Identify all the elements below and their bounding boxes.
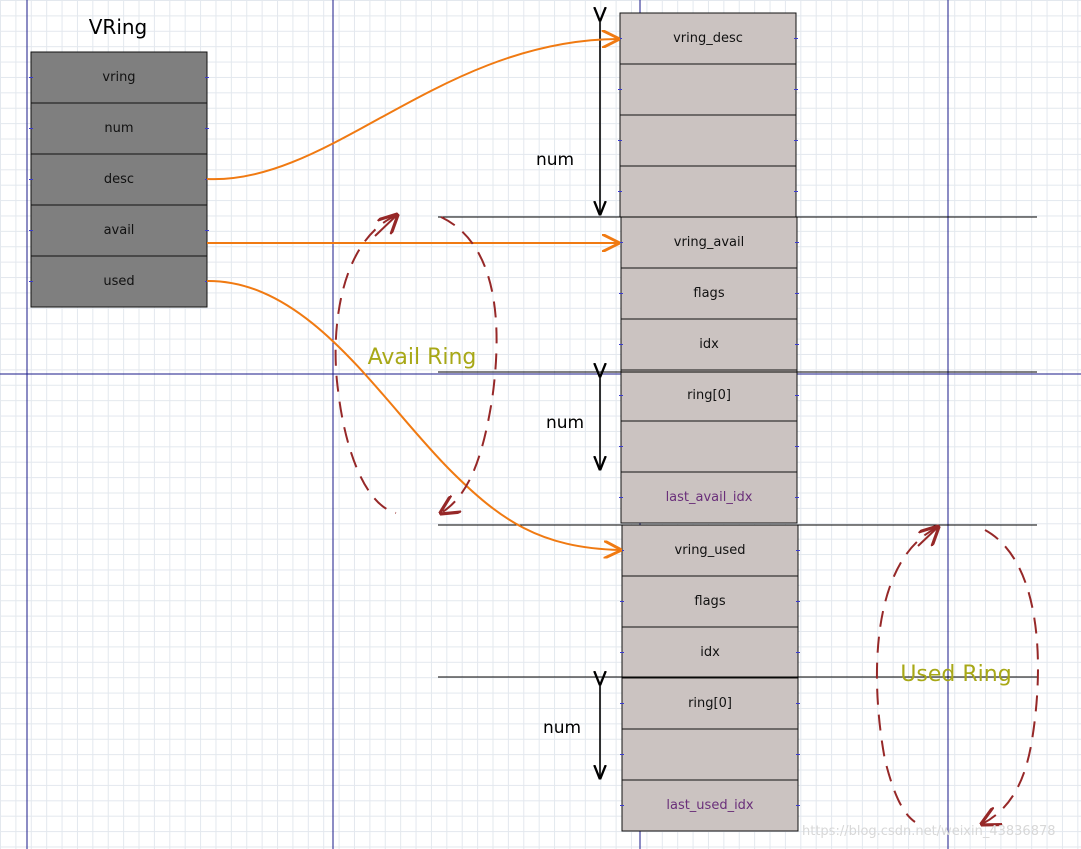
pointer-arrows (206, 39, 620, 550)
memory-desc-cell-3-box (619, 165, 797, 218)
used-ring-left-arc (876, 526, 939, 823)
memory-avail-cell-2-label: idx (699, 337, 719, 352)
used-ring-loop (876, 526, 1039, 824)
struct-field-avail: avail (29, 204, 209, 257)
struct-field-num-label: num (104, 121, 133, 136)
vring-struct: vring num desc avail used (29, 51, 209, 308)
memory-avail-cell-0-box (620, 216, 798, 269)
memory-desc-cell-2-box (619, 114, 797, 167)
memory-desc-cell-0-label: vring_desc (673, 31, 743, 46)
desc-pointer-arrow (206, 39, 618, 181)
memory-used-cell-2-box (621, 626, 799, 679)
memory-used-cell-4 (620, 728, 800, 781)
memory-desc-cell-3 (618, 165, 798, 218)
num-desc-label: num (536, 150, 574, 170)
memory-used-cell-0-box (621, 524, 799, 577)
memory-used-cell-3-box (621, 677, 799, 730)
memory-used-cell-3-label: ring[0] (688, 696, 732, 711)
memory-used-cell-0: vring_used (620, 524, 800, 577)
used-ring-label: Used Ring (900, 662, 1011, 687)
avail-ring-left-arc (334, 214, 398, 514)
memory-avail-cell-1-label: flags (693, 286, 724, 301)
struct-field-desc-label: desc (104, 172, 134, 187)
struct-field-vring-label: vring (102, 70, 135, 85)
memory-avail-cell-1: flags (619, 267, 799, 320)
struct-field-avail-box (30, 204, 208, 257)
num-avail-label: num (546, 413, 584, 433)
memory-avail-cell-4-box (620, 420, 798, 473)
memory-avail-cell-1-box (620, 267, 798, 320)
memory-used-cell-2: idx (620, 626, 800, 679)
struct-field-used-label: used (103, 274, 134, 289)
memory-used-cell-5-label: last_used_idx (666, 798, 754, 813)
memory-avail-cell-5: last_avail_idx (619, 471, 799, 524)
avail-ring-label: Avail Ring (368, 345, 477, 370)
struct-field-avail-label: avail (104, 223, 135, 238)
memory-desc-cell-2 (618, 114, 798, 167)
memory-avail-cell-3: ring[0] (619, 369, 799, 422)
struct-field-desc: desc (29, 153, 209, 206)
vring-title: VRing (89, 15, 148, 39)
memory-desc-cell-0: vring_desc (618, 12, 798, 65)
memory-avail-cell-3-label: ring[0] (687, 388, 731, 403)
watermark: https://blog.csdn.net/weixin_43836878 (802, 824, 1056, 839)
struct-field-used: used (29, 255, 209, 308)
memory-used-cell-1-box (621, 575, 799, 628)
struct-field-num: num (29, 102, 209, 155)
memory-avail-cell-3-box (620, 369, 798, 422)
memory-used-cell-1: flags (620, 575, 800, 628)
memory-used-cell-0-label: vring_used (675, 543, 746, 558)
used-ring-right-arc (982, 529, 1039, 824)
memory-avail-cell-4 (619, 420, 799, 473)
memory-avail-cell-5-box (620, 471, 798, 524)
memory-avail-cell-0-label: vring_avail (674, 235, 745, 250)
memory-desc-cell-1 (618, 63, 798, 116)
memory-used-cell-3: ring[0] (620, 677, 800, 730)
used-pointer-arrow (206, 279, 620, 550)
memory-used-cell-4-box (621, 728, 799, 781)
struct-field-num-box (30, 102, 208, 155)
memory-avail-cell-0: vring_avail (619, 216, 799, 269)
struct-field-vring-box (30, 51, 208, 104)
avail-ring-loop (334, 214, 498, 514)
used-ring-arrowhead (917, 527, 938, 547)
struct-field-vring: vring (29, 51, 209, 104)
memory-avail-cell-2: idx (619, 318, 799, 371)
avail-ring-right-arc (441, 216, 498, 513)
memory-used-cell-1-label: flags (694, 594, 725, 609)
num-used-label: num (543, 718, 581, 738)
memory-used-cell-5: last_used_idx (620, 779, 800, 832)
memory-used-cell-2-label: idx (700, 645, 720, 660)
memory-desc-cell-1-box (619, 63, 797, 116)
memory-avail-cell-5-label: last_avail_idx (666, 490, 753, 505)
avail-ring-arrowhead (374, 215, 397, 237)
